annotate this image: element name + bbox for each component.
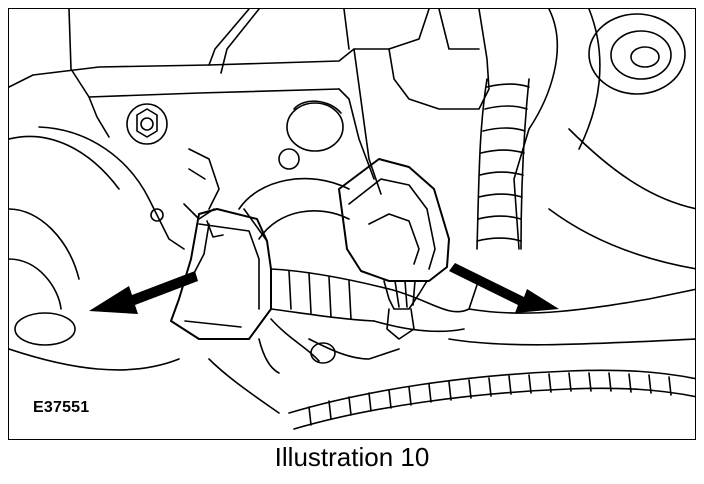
left-arrow [89, 271, 198, 314]
figure-caption: Illustration 10 [274, 442, 430, 472]
right-arrow [449, 263, 559, 313]
arrows [89, 263, 559, 314]
left-housing [9, 126, 220, 371]
hex-bolt [126, 103, 168, 145]
right-corrugated-hose [476, 78, 530, 250]
wiring-harness [258, 268, 480, 374]
left-electrical-connector [170, 208, 272, 340]
engine-bay-line-drawing [9, 9, 695, 430]
right-electrical-connector [338, 158, 450, 340]
upper-right-components [343, 9, 695, 270]
figure-code: E37551 [33, 399, 90, 416]
upper-bracket [9, 9, 390, 195]
lower-right-contours [208, 288, 695, 414]
illustration-frame: E37551 [8, 8, 696, 440]
round-cap [278, 100, 344, 170]
lower-corrugated-hose [288, 369, 695, 430]
central-hose [238, 177, 350, 242]
